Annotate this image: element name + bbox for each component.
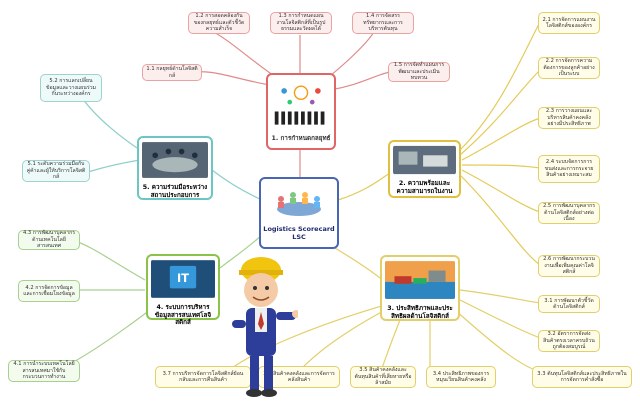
meeting-table-illustration bbox=[277, 192, 321, 216]
subtopic-2-2[interactable]: 2.2 การจัดการความต้องการของลูกค้าอย่างเป… bbox=[538, 57, 600, 79]
svg-text:IT: IT bbox=[177, 272, 189, 285]
subtopic-2-5[interactable]: 2.5 การพัฒนาบุคลากรด้านโลจิสติกส์อย่างต่… bbox=[538, 202, 600, 224]
subtopic-2-3[interactable]: 2.3 การวางแผนและบริหารสินค้าคงคลังอย่างม… bbox=[538, 107, 600, 129]
topic-5-collaboration[interactable]: 5. ความร่วมมือระหว่างสถานประกอบการ bbox=[137, 136, 213, 200]
logistics-transport-photo bbox=[385, 261, 455, 299]
topic-1-label: 1. การกำหนดกลยุทธ์ bbox=[271, 135, 331, 142]
subtopic-1-2[interactable]: 1.2 การสอดคล้องกันของกลยุทธ์และตัวชี้วัด… bbox=[188, 12, 250, 34]
topic-4-label: 4. ระบบการบริหารข้อมูลสารสนเทศโลจิสติกส์ bbox=[154, 304, 212, 327]
subtopic-1-3[interactable]: 1.3 การกำหนดแผนงานโลจิสติกส์ที่เป็นรูปธร… bbox=[270, 12, 332, 34]
topic-1-strategy[interactable]: 1. การกำหนดกลยุทธ์ bbox=[266, 73, 336, 150]
worker-mascot-illustration bbox=[232, 257, 298, 397]
it-technology-photo: IT bbox=[151, 260, 215, 298]
subtopic-1-5[interactable]: 1.5 การจัดทำแผนการพัฒนาและประเมินทบทวน bbox=[388, 62, 450, 82]
subtopic-2-6[interactable]: 2.6 การพัฒนากระบวนงานเพื่อเพิ่มคุณค่าโลจ… bbox=[538, 255, 600, 277]
subtopic-3-1[interactable]: 3.1 การพัฒนาตัวชี้วัดด้านโลจิสติกส์ bbox=[538, 295, 600, 313]
topic-4-information[interactable]: IT 4. ระบบการบริหารข้อมูลสารสนเทศโลจิสติ… bbox=[146, 254, 220, 326]
topic-2-label: 2. ความพร้อมและความสามารถในงาน bbox=[396, 180, 453, 195]
subtopic-3-4[interactable]: 3.4 ประสิทธิภาพของการหมุนเวียนสินค้าคงคล… bbox=[426, 366, 496, 388]
subtopic-4-3[interactable]: 4.3 การพัฒนาบุคลากรด้านเทคโนโลยีสารสนเทศ bbox=[18, 230, 80, 250]
topic-3-efficiency[interactable]: 3. ประสิทธิภาพและประสิทธิผลด้านโลจิสติกส… bbox=[380, 255, 460, 321]
subtopic-3-2[interactable]: 3.2 อัตราการจัดส่งสินค้าตรงเวลาครบถ้วนถู… bbox=[538, 330, 600, 352]
topic-5-label: 5. ความร่วมมือระหว่างสถานประกอบการ bbox=[142, 184, 208, 199]
strategy-people-illustration bbox=[271, 81, 331, 127]
subtopic-4-1[interactable]: 4.1 การนำระบบเทคโนโลยีสารสนเทศมาใช้กับกร… bbox=[8, 360, 80, 382]
subtopic-2-1[interactable]: 2.1 การจัดการแผนงานโลจิสติกส์ขององค์กร bbox=[538, 12, 600, 34]
subtopic-4-2[interactable]: 4.2 การจัดการข้อมูลและการเชื่อมโยงข้อมูล bbox=[18, 280, 80, 302]
planning-desk-photo bbox=[393, 145, 456, 175]
subtopic-1-4[interactable]: 1.4 การจัดสรรทรัพยากรและการบริหารต้นทุน bbox=[352, 12, 414, 34]
subtopic-3-5[interactable]: 3.5 สินค้าคงคลังและต้นทุนสินค้าที่เสียหา… bbox=[350, 366, 416, 388]
topic-2-capability[interactable]: 2. ความพร้อมและความสามารถในงาน bbox=[388, 140, 461, 198]
subtopic-5-1[interactable]: 5.1 ระดับความร่วมมือกับคู่ค้าและผู้ให้บร… bbox=[22, 160, 90, 182]
subtopic-1-1[interactable]: 1.1 กลยุทธ์ด้านโลจิสติกส์ bbox=[142, 64, 202, 81]
subtopic-3-3[interactable]: 3.3 ต้นทุนโลจิสติกส์และประสิทธิภาพในการจ… bbox=[532, 366, 632, 388]
subtopic-2-4[interactable]: 2.4 ระบบจัดการการขนส่งและการกระจายสินค้า… bbox=[538, 155, 600, 183]
subtopic-5-2[interactable]: 5.2 การแลกเปลี่ยนข้อมูลและวางแผนร่วมกันร… bbox=[40, 74, 102, 102]
business-meeting-photo bbox=[142, 142, 208, 178]
topic-3-label: 3. ประสิทธิภาพและประสิทธิผลด้านโลจิสติกส… bbox=[387, 305, 453, 320]
